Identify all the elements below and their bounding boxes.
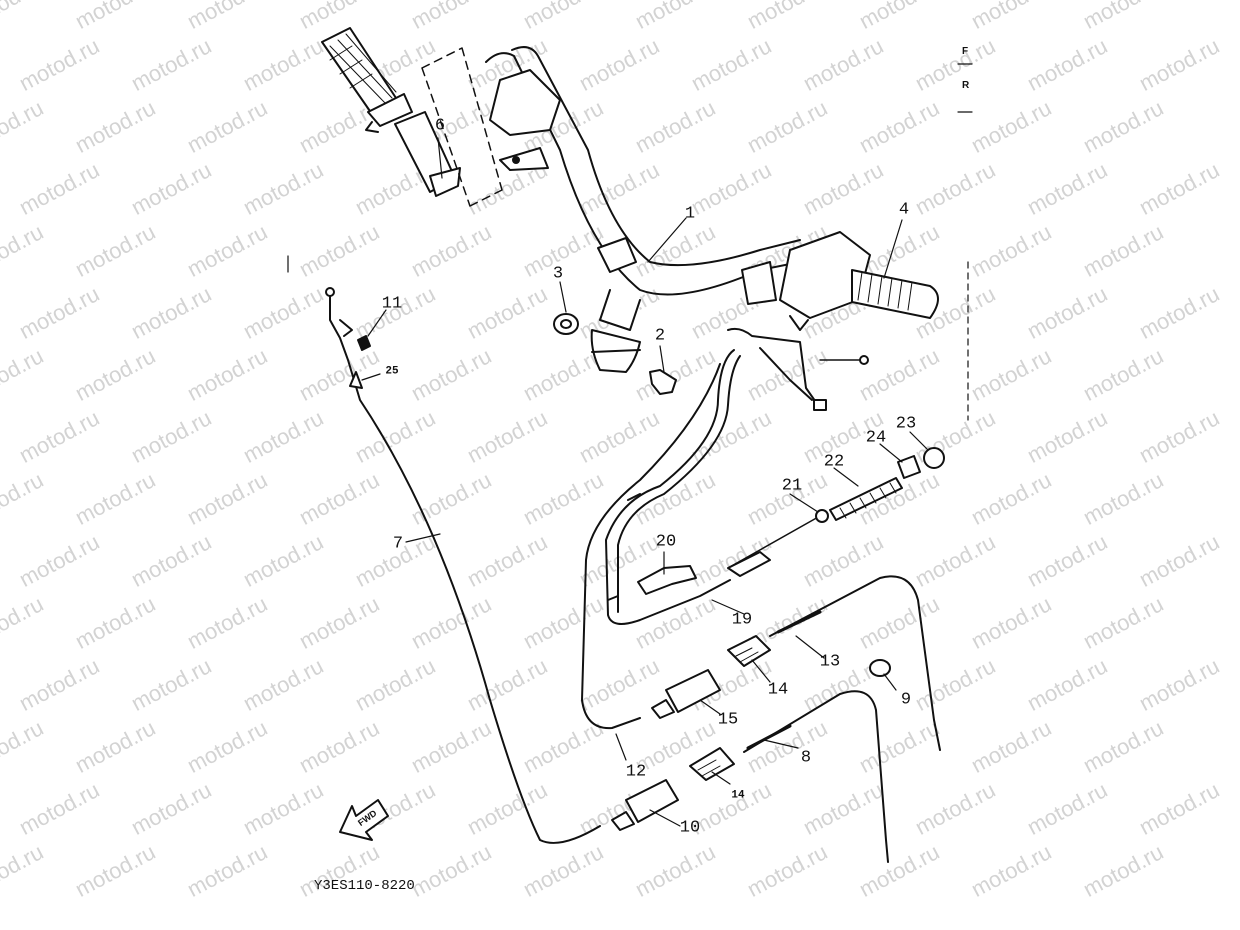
left-grip	[321, 27, 413, 133]
callout-2: 2	[654, 326, 666, 346]
callout-4: 4	[898, 200, 910, 220]
callout-21: 21	[781, 476, 803, 496]
screw-11	[357, 335, 371, 351]
handlebar	[485, 46, 801, 373]
callout-19: 19	[731, 610, 753, 630]
lever-bracket	[727, 327, 869, 411]
bolt-and-nut	[553, 313, 677, 395]
callout-3: 3	[552, 264, 564, 284]
callout-24: 24	[865, 428, 887, 448]
callout-20: 20	[655, 532, 677, 552]
callout-15: 15	[717, 710, 739, 730]
callout-23: 23	[895, 414, 917, 434]
side-mark-front: F	[962, 46, 969, 57]
cable-7	[325, 287, 601, 844]
cable-12	[581, 363, 721, 730]
holder-14-upper	[727, 635, 771, 667]
grip-sleeve	[394, 47, 503, 207]
cable-13	[769, 575, 941, 751]
cable-8	[743, 690, 889, 863]
callout-13: 13	[819, 652, 841, 672]
holder-14-lower	[689, 747, 735, 781]
callout-25: 25	[385, 365, 399, 378]
cable-19	[605, 349, 741, 625]
sleeve-10	[611, 779, 679, 831]
callout-22: 22	[823, 452, 845, 472]
sleeve-15	[651, 669, 721, 719]
diagram-code: Y3ES110-8220	[314, 878, 415, 894]
callout-11: 11	[381, 294, 403, 314]
frame-marks	[287, 63, 973, 421]
callout-7: 7	[392, 534, 404, 554]
bracket-20	[637, 565, 697, 595]
callout-9: 9	[900, 690, 912, 710]
callout-8: 8	[800, 748, 812, 768]
right-grip	[741, 231, 939, 331]
callout-1: 1	[684, 204, 696, 224]
callout-14-lower: 14	[731, 789, 745, 802]
adjuster-parts	[727, 447, 945, 577]
fwd-arrow	[339, 799, 389, 841]
callout-12: 12	[625, 762, 647, 782]
leader-lines	[361, 137, 929, 827]
callout-6: 6	[434, 116, 446, 136]
collar-9	[869, 659, 891, 677]
callout-10: 10	[679, 818, 701, 838]
callout-14-upper: 14	[767, 680, 789, 700]
side-mark-rear: R	[962, 80, 970, 91]
